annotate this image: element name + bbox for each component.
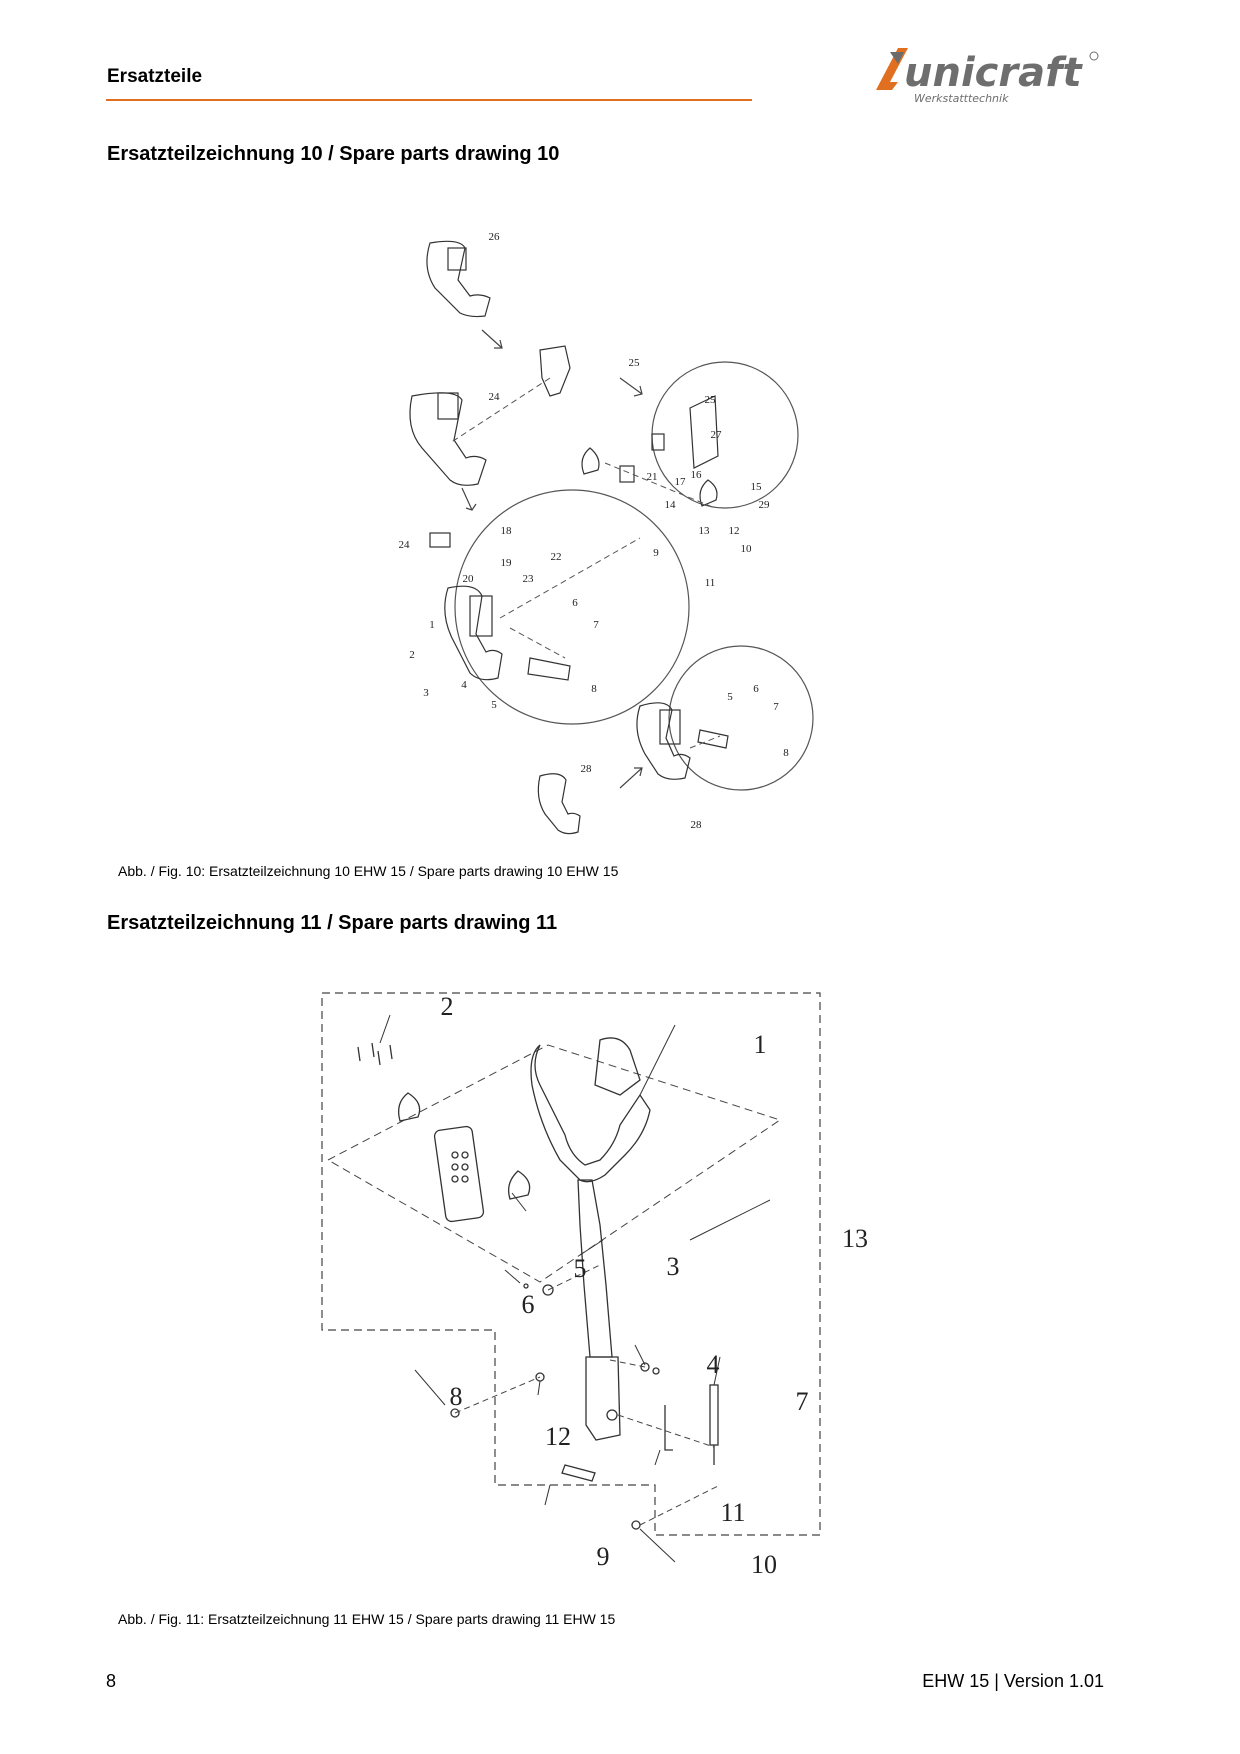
part-label: 1 (754, 1030, 767, 1059)
part-label: 19 (501, 557, 513, 569)
brand-tagline: Werkstatttechnik (914, 92, 1009, 105)
figure-10-caption: Abb. / Fig. 10: Ersatzteilzeichnung 10 E… (118, 863, 619, 879)
part-label: 1 (429, 619, 435, 631)
page-number: 8 (106, 1671, 117, 1691)
part-label: 24 (489, 391, 501, 403)
part-label: 7 (796, 1387, 809, 1416)
part-label: 24 (399, 539, 411, 551)
part-label: 13 (842, 1224, 868, 1253)
part-label: 4 (461, 679, 467, 691)
part-label: 5 (491, 699, 497, 711)
part-label: 20 (463, 573, 475, 585)
figure-11-caption: Abb. / Fig. 11: Ersatzteilzeichnung 11 E… (118, 1611, 616, 1627)
part-label: 28 (691, 819, 703, 831)
part-label: 7 (773, 701, 779, 713)
part-label: 25 (705, 394, 717, 406)
spare-parts-drawing-10: 26 25 25 24 27 21 17 16 15 29 14 13 12 9… (399, 231, 814, 835)
part-label: 10 (741, 543, 753, 555)
header-rule (106, 99, 752, 101)
part-label: 28 (581, 763, 593, 775)
part-label: 17 (675, 476, 687, 488)
figure-10-heading: Ersatzteilzeichnung 10 / Spare parts dra… (107, 143, 560, 165)
part-label: 2 (441, 992, 454, 1021)
part-label: 25 (629, 357, 641, 369)
doc-version: EHW 15 | Version 1.01 (922, 1671, 1104, 1691)
part-label: 22 (551, 551, 562, 563)
spare-parts-drawing-11: 2 1 13 3 5 6 4 7 8 12 11 9 10 (321, 992, 868, 1579)
part-label: 21 (647, 471, 658, 483)
part-label: 4 (707, 1350, 720, 1379)
part-label: 15 (751, 481, 763, 493)
part-label: 5 (574, 1254, 587, 1283)
part-label: 6 (522, 1290, 535, 1319)
part-label: 8 (450, 1382, 463, 1411)
part-label: 11 (720, 1498, 745, 1527)
part-label: 16 (691, 469, 703, 481)
part-label: 7 (593, 619, 599, 631)
part-label: 6 (572, 597, 578, 609)
part-label: 6 (753, 683, 759, 695)
part-label: 5 (727, 691, 733, 703)
brand-wordmark: unicraft (904, 50, 1083, 96)
part-label: 3 (423, 687, 429, 699)
part-label: 11 (705, 577, 716, 589)
part-label: 18 (501, 525, 513, 537)
part-label: 10 (751, 1550, 777, 1579)
part-label: 8 (591, 683, 597, 695)
part-label: 8 (783, 747, 789, 759)
unicraft-logo: unicraft Werkstatttechnik (876, 48, 1099, 105)
section-header: Ersatzteile (107, 66, 203, 87)
part-label: 9 (653, 547, 659, 559)
figure-11-heading: Ersatzteilzeichnung 11 / Spare parts dra… (107, 912, 558, 934)
part-label: 3 (667, 1252, 680, 1281)
part-label: 29 (759, 499, 771, 511)
part-label: 27 (711, 429, 723, 441)
part-label: 2 (409, 649, 415, 661)
part-label: 13 (699, 525, 711, 537)
part-label: 12 (729, 525, 740, 537)
part-label: 9 (597, 1542, 610, 1571)
part-label: 12 (545, 1422, 571, 1451)
part-label: 26 (489, 231, 501, 243)
part-label: 14 (665, 499, 677, 511)
part-label: 23 (523, 573, 535, 585)
